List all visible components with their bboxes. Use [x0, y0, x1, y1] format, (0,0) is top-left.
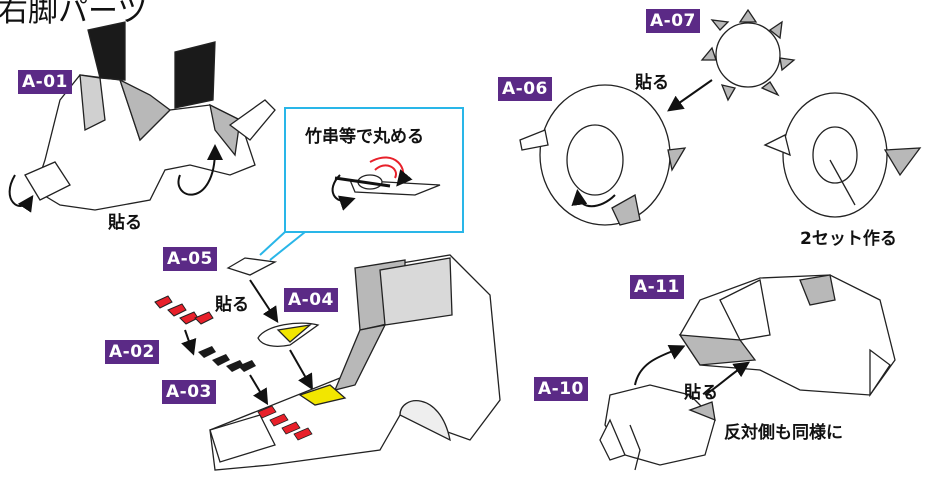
note-mirror: 反対側も同様に: [724, 423, 843, 443]
part-a02: [154, 295, 214, 325]
label-a04: A-04: [284, 288, 338, 312]
part-a05: [226, 257, 278, 276]
callout-text: 竹串等で丸める: [305, 127, 424, 147]
note-two-sets: 2セット作る: [800, 229, 897, 249]
note-glue-a10: 貼る: [684, 383, 718, 403]
label-a07: A-07: [646, 9, 700, 33]
note-glue-a07: 貼る: [635, 73, 669, 93]
part-a06-second: [763, 92, 922, 218]
note-glue-a01: 貼る: [108, 213, 142, 233]
part-a03: [198, 346, 256, 372]
label-a02: A-02: [105, 340, 159, 364]
label-a05: A-05: [163, 247, 217, 271]
part-a04: [257, 322, 320, 347]
part-a10: [599, 384, 716, 471]
label-a10: A-10: [534, 377, 588, 401]
label-a01: A-01: [18, 70, 72, 94]
note-glue-a04: 貼る: [215, 295, 249, 315]
part-a01: [24, 21, 276, 211]
label-a03: A-03: [162, 380, 216, 404]
label-a06: A-06: [498, 77, 552, 101]
part-a11: [678, 274, 896, 398]
foot-red-marks: [257, 405, 313, 441]
label-a11: A-11: [630, 275, 684, 299]
part-a07: [700, 8, 796, 102]
